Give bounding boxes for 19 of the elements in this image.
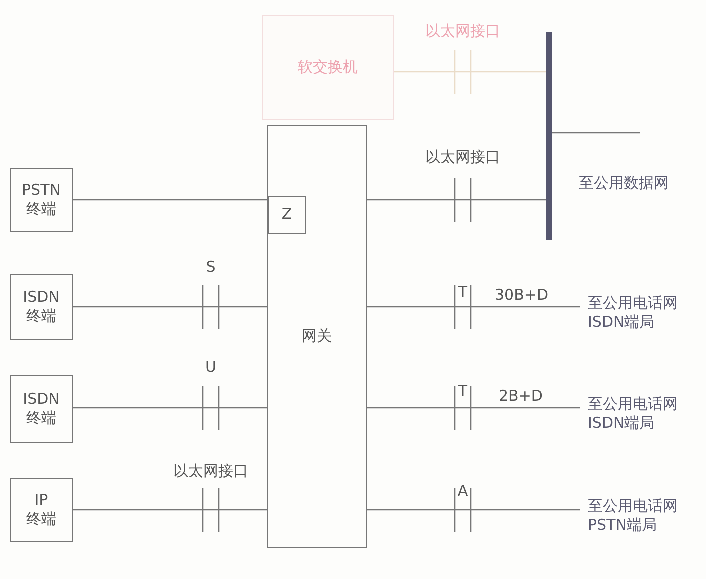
network-bus xyxy=(546,32,552,240)
node-label: ISDN 终端 xyxy=(22,288,61,326)
network-label: 至公用数据网 xyxy=(579,174,669,193)
node-label: Z xyxy=(282,205,292,225)
terminal-box xyxy=(10,375,73,443)
server-box xyxy=(262,15,394,120)
node-label: ISDN 终端 xyxy=(22,390,61,428)
node-label: 网关 xyxy=(302,326,332,346)
network-label: 至公用电话网 ISDN端局 xyxy=(588,294,679,332)
port-box xyxy=(268,196,306,234)
node-label: 软交换机 xyxy=(298,58,358,78)
gateway-box xyxy=(267,125,367,548)
terminal-box xyxy=(10,168,73,232)
terminal-box xyxy=(10,274,73,340)
terminal-box xyxy=(10,478,73,542)
node-label: PSTN 终端 xyxy=(21,180,62,220)
node-label: IP 终端 xyxy=(26,490,58,530)
network-label: 至公用电话网 ISDN端局 xyxy=(588,394,679,434)
network-label: 至公用电话网 PSTN端局 xyxy=(588,496,679,536)
